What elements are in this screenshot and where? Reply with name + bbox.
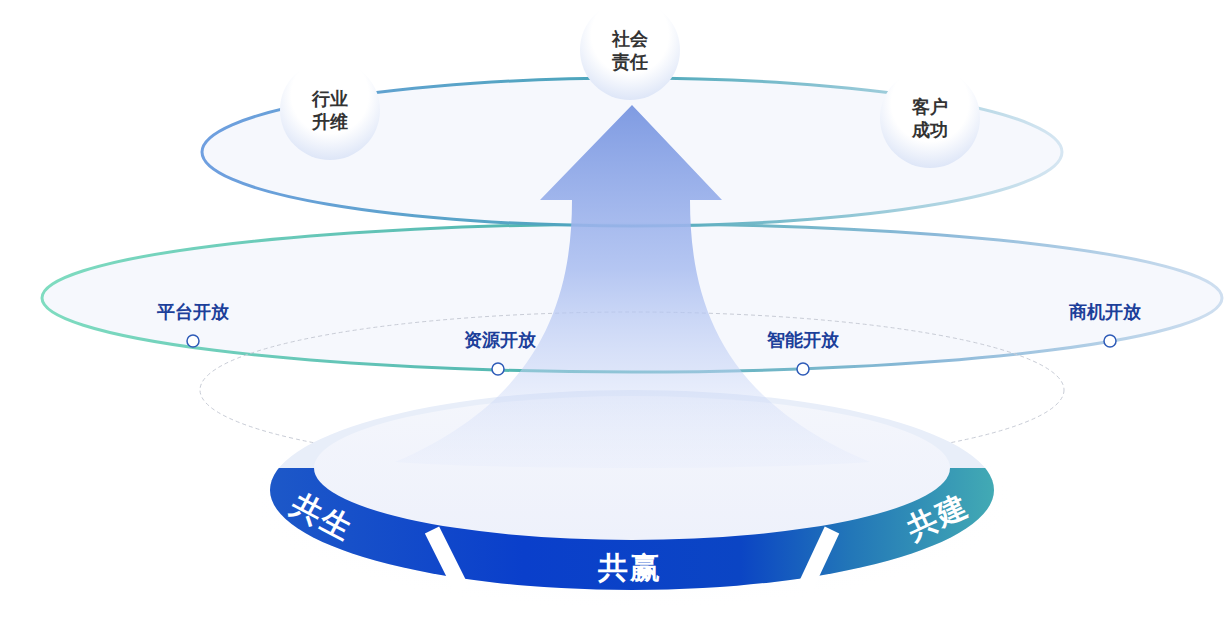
- goal-circle: 社会 责任: [609, 27, 650, 74]
- band-label: 共赢: [598, 548, 662, 589]
- circle-label: 客户 成功: [909, 95, 950, 142]
- base-band: 共生: [284, 484, 360, 550]
- ring-label: 智能开放: [767, 328, 839, 352]
- band-label: 共生: [284, 484, 360, 550]
- goal-circle: 行业 升维: [309, 87, 350, 134]
- goal-circle: 客户 成功: [909, 95, 950, 142]
- ring-label: 商机开放: [1069, 300, 1141, 324]
- ring-label: 资源开放: [464, 328, 536, 352]
- circle-label: 行业 升维: [309, 87, 350, 134]
- base-band: 共建: [900, 485, 975, 549]
- ring-label: 平台开放: [157, 300, 229, 324]
- base-band: 共赢: [598, 548, 662, 589]
- band-label: 共建: [900, 485, 975, 549]
- circle-label: 社会 责任: [609, 27, 650, 74]
